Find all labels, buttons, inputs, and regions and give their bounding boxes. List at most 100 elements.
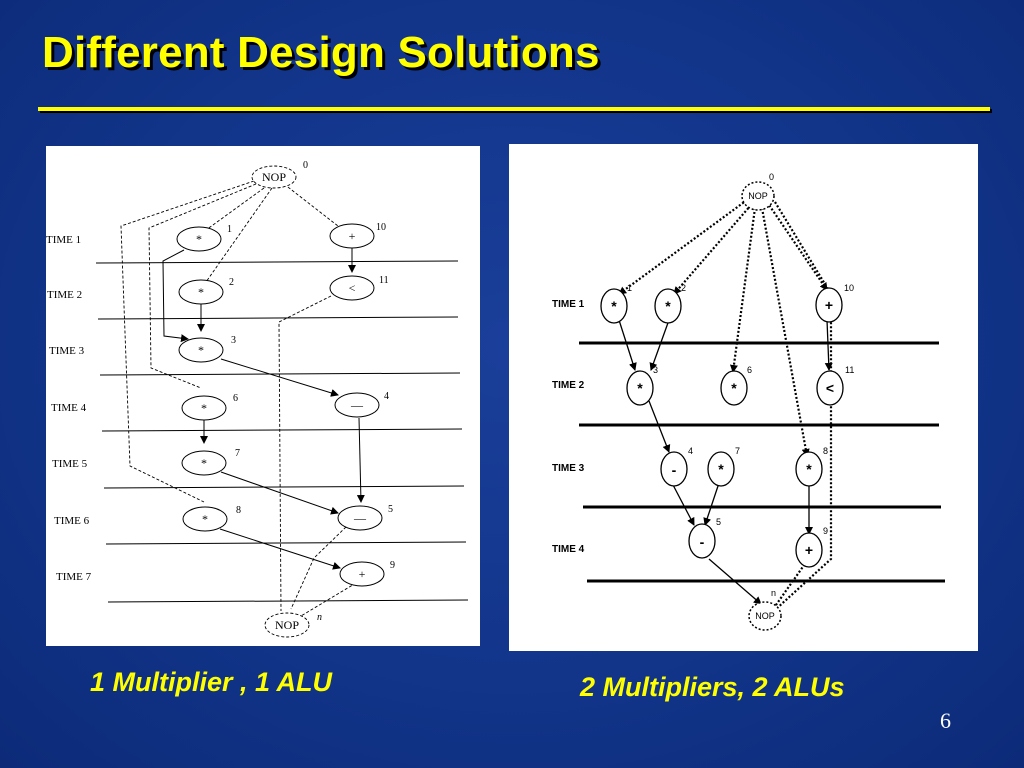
right-dotted-edges <box>618 199 833 613</box>
left-diagram-svg: TIME 1 TIME 2 TIME 3 TIME 4 TIME 5 TIME … <box>46 160 469 638</box>
svg-text:2: 2 <box>681 283 686 293</box>
svg-text:2: 2 <box>229 277 234 288</box>
left-node-6: * 6 <box>181 393 238 421</box>
svg-text:5: 5 <box>388 504 393 515</box>
left-node-4: — 4 <box>334 391 389 418</box>
left-node-11: < 11 <box>329 275 389 301</box>
svg-text:*: * <box>665 298 671 314</box>
svg-text:1: 1 <box>227 224 232 235</box>
left-node-10: + 10 <box>329 222 386 249</box>
left-caption: 1 Multiplier , 1 ALU <box>90 667 333 697</box>
right-node-5: - 5 <box>688 517 721 559</box>
right-node-3: * 3 <box>626 365 658 406</box>
svg-text:*: * <box>731 380 737 396</box>
right-nodes: NOP 0 * 1 * 2 + 10 * 3 <box>600 172 854 631</box>
left-node-5: — 5 <box>337 504 393 531</box>
left-node-nop-source: NOP 0 <box>251 160 308 189</box>
left-solid-edges <box>162 247 365 570</box>
left-dashed-edges <box>120 180 357 617</box>
svg-text:6: 6 <box>233 393 238 404</box>
left-time-label: TIME 6 <box>54 515 90 527</box>
svg-text:*: * <box>611 298 617 314</box>
left-time-label: TIME 7 <box>56 571 92 583</box>
svg-text:n: n <box>771 588 776 598</box>
right-node-4: - 4 <box>660 446 693 487</box>
svg-text:n: n <box>317 612 322 623</box>
right-node-1: * 1 <box>600 283 632 324</box>
svg-text:*: * <box>196 232 202 246</box>
left-node-7: * 7 <box>181 448 240 476</box>
right-time-separators <box>579 341 945 583</box>
left-node-3: * 3 <box>178 335 236 363</box>
title-underline <box>38 107 990 111</box>
right-time-label: TIME 3 <box>552 463 585 474</box>
svg-text:*: * <box>718 461 724 477</box>
svg-text:*: * <box>201 456 207 470</box>
right-node-11: < 11 <box>816 365 854 406</box>
svg-text:0: 0 <box>303 160 308 171</box>
svg-text:*: * <box>198 285 204 299</box>
right-schedule-diagram: TIME 1 TIME 2 TIME 3 TIME 4 NOP 0 * 1 * … <box>509 144 978 651</box>
svg-text:<: < <box>349 281 356 295</box>
svg-text:+: + <box>349 229 356 243</box>
svg-text:*: * <box>637 380 643 396</box>
left-node-8: * 8 <box>182 505 241 532</box>
left-schedule-diagram: TIME 1 TIME 2 TIME 3 TIME 4 TIME 5 TIME … <box>46 146 480 646</box>
svg-text:8: 8 <box>823 446 828 456</box>
right-node-2: * 2 <box>654 283 686 324</box>
left-time-separators <box>95 260 469 603</box>
right-time-labels: TIME 1 TIME 2 TIME 3 TIME 4 <box>552 299 585 555</box>
left-time-label: TIME 4 <box>51 402 87 414</box>
page-number: 6 <box>940 708 951 733</box>
right-caption: 2 Multipliers, 2 ALUs <box>580 672 845 702</box>
svg-text:<: < <box>826 380 834 396</box>
svg-text:*: * <box>806 461 812 477</box>
svg-text:3: 3 <box>653 365 658 375</box>
right-node-10: + 10 <box>815 283 854 323</box>
right-node-8: * 8 <box>795 446 828 487</box>
svg-text:-: - <box>672 462 677 478</box>
svg-text:7: 7 <box>235 448 240 459</box>
svg-text:NOP: NOP <box>748 191 768 201</box>
right-time-label: TIME 4 <box>552 544 585 555</box>
right-time-label: TIME 1 <box>552 299 585 310</box>
svg-text:10: 10 <box>844 283 854 293</box>
right-time-label: TIME 2 <box>552 380 585 391</box>
left-time-label: TIME 3 <box>49 345 85 357</box>
svg-text:—: — <box>350 398 364 412</box>
left-node-9: + 9 <box>339 560 395 587</box>
right-node-7: * 7 <box>707 446 740 487</box>
svg-text:*: * <box>201 401 207 415</box>
svg-text:+: + <box>359 567 366 581</box>
left-time-label: TIME 1 <box>46 234 81 246</box>
svg-text:NOP: NOP <box>262 170 286 184</box>
svg-text:0: 0 <box>769 172 774 182</box>
svg-text:6: 6 <box>747 365 752 375</box>
svg-text:*: * <box>202 512 208 526</box>
svg-text:4: 4 <box>688 446 693 456</box>
svg-text:11: 11 <box>845 365 854 375</box>
svg-text:—: — <box>353 511 367 525</box>
svg-text:9: 9 <box>390 560 395 571</box>
svg-text:NOP: NOP <box>755 611 775 621</box>
right-node-nop-source: NOP 0 <box>741 172 775 211</box>
svg-text:4: 4 <box>384 391 389 402</box>
svg-text:11: 11 <box>379 275 389 286</box>
svg-text:3: 3 <box>231 335 236 346</box>
right-diagram-svg: TIME 1 TIME 2 TIME 3 TIME 4 NOP 0 * 1 * … <box>552 172 945 631</box>
svg-text:+: + <box>825 297 833 313</box>
svg-text:7: 7 <box>735 446 740 456</box>
left-time-label: TIME 5 <box>52 458 88 470</box>
svg-text:8: 8 <box>236 505 241 516</box>
svg-text:9: 9 <box>823 526 828 536</box>
left-time-label: TIME 2 <box>47 289 82 301</box>
right-node-nop-sink: NOP n <box>748 588 782 631</box>
slide-title: Different Design Solutions <box>42 28 600 77</box>
svg-text:+: + <box>805 542 813 558</box>
left-nodes: NOP 0 * 1 * 2 * 3 * 6 <box>176 160 395 638</box>
svg-text:10: 10 <box>376 222 386 233</box>
svg-text:5: 5 <box>716 517 721 527</box>
left-time-labels: TIME 1 TIME 2 TIME 3 TIME 4 TIME 5 TIME … <box>46 234 92 583</box>
left-node-2: * 2 <box>178 277 234 305</box>
right-node-9: + 9 <box>795 526 828 568</box>
